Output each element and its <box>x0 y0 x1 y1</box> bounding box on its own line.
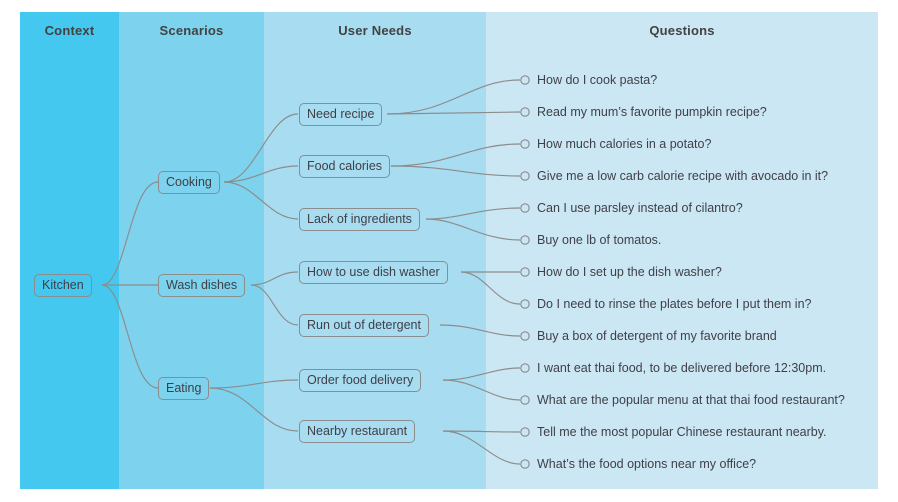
node-need-lack-of-ingredients[interactable]: Lack of ingredients <box>299 208 420 231</box>
node-need-nearby-restaurant[interactable]: Nearby restaurant <box>299 420 416 443</box>
question-item[interactable]: How much calories in a potato? <box>537 137 712 151</box>
node-root-kitchen[interactable]: Kitchen <box>34 274 92 297</box>
node-need-need-recipe[interactable]: Need recipe <box>299 103 383 126</box>
column-header-user-needs: User Needs <box>338 23 412 38</box>
node-scenario-cooking[interactable]: Cooking <box>158 171 220 194</box>
question-item[interactable]: Can I use parsley instead of cilantro? <box>537 201 743 215</box>
question-item[interactable]: Give me a low carb calorie recipe with a… <box>537 169 829 183</box>
question-item[interactable]: Tell me the most popular Chinese restaur… <box>537 425 827 439</box>
lane-questions <box>486 12 878 489</box>
node-need-food-calories[interactable]: Food calories <box>299 155 391 178</box>
question-item[interactable]: I want eat thai food, to be delivered be… <box>537 361 827 375</box>
question-item[interactable]: Buy one lb of tomatos. <box>537 233 662 247</box>
question-item[interactable]: Do I need to rinse the plates before I p… <box>537 297 812 311</box>
column-header-scenarios: Scenarios <box>159 23 224 38</box>
question-item[interactable]: Buy a box of detergent of my favorite br… <box>537 329 777 343</box>
question-item[interactable]: How do I cook pasta? <box>537 73 658 87</box>
column-header-context: Context <box>44 23 95 38</box>
lane-needs <box>264 12 486 489</box>
lane-context <box>20 12 119 489</box>
node-need-order-food-delivery[interactable]: Order food delivery <box>299 369 422 392</box>
node-scenario-wash-dishes[interactable]: Wash dishes <box>158 274 246 297</box>
node-scenario-eating[interactable]: Eating <box>158 377 210 400</box>
column-header-questions: Questions <box>649 23 715 38</box>
lane-scenarios <box>119 12 264 489</box>
question-item[interactable]: What’s the food options near my office? <box>537 457 757 471</box>
question-item[interactable]: How do I set up the dish washer? <box>537 265 722 279</box>
question-item[interactable]: Read my mum’s favorite pumpkin recipe? <box>537 105 767 119</box>
node-need-run-out-of-detergent[interactable]: Run out of detergent <box>299 314 429 337</box>
question-item[interactable]: What are the popular menu at that thai f… <box>537 393 845 407</box>
node-need-how-to-use-dish-washer[interactable]: How to use dish washer <box>299 261 448 284</box>
